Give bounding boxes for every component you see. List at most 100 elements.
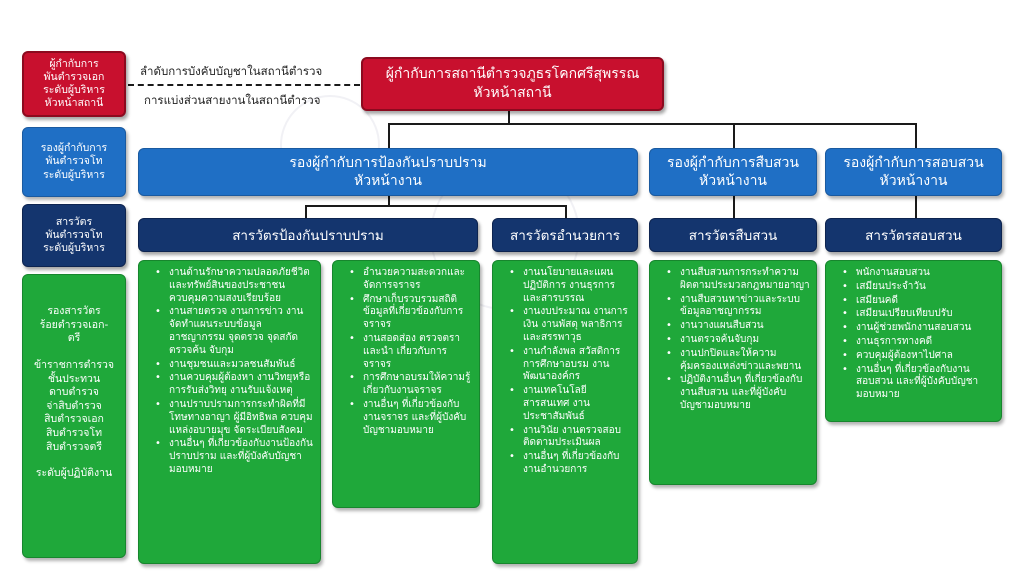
deputy-level-box: รองผู้กำกับการ พันตำรวจโท ระดับผู้บริหาร — [22, 127, 126, 197]
inspector-admin-box: สารวัตรอำนวยการ — [492, 218, 638, 252]
operator-line: ระดับผู้ปฏิบัติงาน — [35, 467, 113, 480]
duty-item: เสมียนประจำวัน — [834, 281, 995, 294]
duties-prevention-a-list: งานด้านรักษาความปลอดภัยชีวิต และทรัพย์สิ… — [147, 267, 314, 478]
connector-drop-inspector-admin — [565, 205, 567, 218]
duty-item: ศึกษาเก็บรวบรวมสถิติข้อมูลที่เกี่ยวข้องก… — [341, 294, 473, 332]
duty-item: งานปกปิดและให้ความคุ้มครองแหล่งข่าวและพย… — [658, 348, 810, 374]
legend-division-line: การแบ่งส่วนสายงานในสถานีตำรวจ — [144, 93, 321, 107]
duties-prevention-b-box: อำนวยความสะดวกและจัดการจราจร ศึกษาเก็บรว… — [332, 260, 480, 508]
connector-prevention-to-inspectors — [388, 196, 390, 206]
duty-item: งานชุมชนและมวลชนสัมพันธ์ — [147, 359, 314, 372]
duty-item: งานควบคุมผู้ต้องหา งานวิทยุหรือการรับส่ง… — [147, 372, 314, 398]
superintendent-subtitle: หัวหน้าสถานี — [473, 85, 552, 101]
exec-level-line: หัวหน้าสถานี — [44, 97, 104, 110]
deputy-level-line: รองผู้กำกับการ — [40, 142, 108, 155]
deputy-prevention-box: รองผู้กำกับการป้องกันปราบปราม หัวหน้างาน — [138, 148, 638, 196]
inspector-level-line: พันตำรวจโท — [45, 228, 103, 241]
connector-drop-prevention — [388, 123, 390, 148]
deputy-level-line: ระดับผู้บริหาร — [43, 168, 105, 181]
duty-item: งานวินัย งานตรวจสอบ ติดตามประเมินผล — [501, 425, 631, 451]
deputy-prevention-title: รองผู้กำกับการป้องกันปราบปราม — [289, 154, 487, 171]
legend-command-line: ลำดับการบังคับบัญชาในสถานีตำรวจ — [140, 64, 323, 78]
deputy-investigation-title: รองผู้กำกับการสืบสวน — [667, 154, 799, 171]
duty-item: งานสอดส่อง ตรวจตราและนำ เกี่ยวกับการจราจ… — [341, 333, 473, 371]
duty-item: งานด้านรักษาความปลอดภัยชีวิต และทรัพย์สิ… — [147, 267, 314, 305]
inspector-admin-title: สารวัตรอำนวยการ — [509, 228, 621, 244]
inspector-prevention-title: สารวัตรป้องกันปราบปราม — [232, 228, 384, 244]
deputy-investigation-box: รองผู้กำกับการสืบสวน หัวหน้างาน — [649, 148, 817, 196]
connector-drop-inspector-prevention — [305, 205, 307, 218]
duty-item: เสมียนคดี — [834, 295, 995, 308]
duty-item: เสมียนเปรียบเทียบปรับ — [834, 308, 995, 321]
superintendent-title: ผู้กำกับการสถานีตำรวจภูธรโคกศรีสุพรรณ — [385, 66, 640, 83]
duty-item: งานตรวจค้นจับกุม — [658, 334, 810, 347]
inspector-level-line: ระดับผู้บริหาร — [43, 242, 105, 255]
deputy-inquiry-title: รองผู้กำกับการสอบสวน — [843, 154, 984, 171]
operator-line: ดาบตำรวจ — [49, 386, 99, 399]
deputy-inquiry-box: รองผู้กำกับการสอบสวน หัวหน้างาน — [825, 148, 1002, 196]
operator-line: ตรี — [67, 332, 81, 345]
duty-item: งานวางแผนสืบสวน — [658, 320, 810, 333]
exec-level-box: ผู้กำกับการ พันตำรวจเอก ระดับผู้บริหาร ห… — [22, 51, 126, 117]
duty-item: ปฏิบัติงานอื่นๆ ที่เกี่ยวข้องกับงานสืบสว… — [658, 374, 810, 412]
deputy-level-line: พันตำรวจโท — [45, 155, 103, 168]
deputy-investigation-subtitle: หัวหน้างาน — [698, 173, 768, 189]
duty-item: งานอื่นๆ ที่เกี่ยวข้องกับงานอำนวยการ — [501, 451, 631, 477]
duty-item: งานนโยบายและแผนปฏิบัติการ งานธุรการและสา… — [501, 267, 631, 305]
duty-item: งานผู้ช่วยพนักงานสอบสวน — [834, 322, 995, 335]
connector-horizontal-mid — [305, 205, 567, 207]
inspector-level-box: สารวัตร พันตำรวจโท ระดับผู้บริหาร — [22, 204, 126, 267]
inspector-prevention-box: สารวัตรป้องกันปราบปราม — [138, 218, 478, 252]
inspector-level-line: สารวัตร — [55, 215, 93, 228]
connector-drop-investigation — [733, 123, 735, 148]
operator-line: ชั้นประทวน — [47, 372, 101, 385]
connector-inquiry-to-inspector — [915, 196, 917, 218]
connector-drop-inquiry — [915, 123, 917, 148]
connector-top-down — [508, 111, 510, 124]
duties-investigation-box: งานสืบสวนการกระทำความผิดตามประมวลกฎหมายอ… — [649, 260, 817, 485]
duty-item: อำนวยความสะดวกและจัดการจราจร — [341, 267, 473, 293]
duty-item: งานอื่นๆ ที่เกี่ยวข้องกับงานป้องกันปราบป… — [147, 438, 314, 476]
duties-prevention-b-list: อำนวยความสะดวกและจัดการจราจร ศึกษาเก็บรว… — [341, 267, 473, 438]
duty-item: งานอื่นๆ ที่เกี่ยวข้องกับงานสอบสวน และที… — [834, 364, 995, 402]
inspector-investigation-box: สารวัตรสืบสวน — [649, 218, 817, 252]
connector-horizontal-top — [388, 123, 917, 125]
duty-item: งานสายตรวจ งานการข่าว งานจัดทำแผนระบบข้อ… — [147, 306, 314, 357]
duties-investigation-list: งานสืบสวนการกระทำความผิดตามประมวลกฎหมายอ… — [658, 267, 810, 414]
duties-prevention-a-box: งานด้านรักษาความปลอดภัยชีวิต และทรัพย์สิ… — [138, 260, 321, 564]
duty-item: การศึกษาอบรมให้ความรู้เกี่ยวกับงานจราจร — [341, 372, 473, 398]
operator-line: สิบตำรวจเอก — [44, 413, 104, 426]
command-dashed-line — [128, 84, 360, 86]
duty-item: ควบคุมผู้ต้องหาไปศาล — [834, 350, 995, 363]
duty-item: งานกำลังพล สวัสดิการ การศึกษาอบรม งานพัฒ… — [501, 346, 631, 384]
duty-item: งานปราบปรามการกระทำผิดที่มีโทษทางอาญา ผู… — [147, 399, 314, 437]
duty-item: งานสืบสวนการกระทำความผิดตามประมวลกฎหมายอ… — [658, 267, 810, 293]
inspector-investigation-title: สารวัตรสืบสวน — [688, 228, 778, 244]
duties-admin-list: งานนโยบายและแผนปฏิบัติการ งานธุรการและสา… — [501, 267, 631, 478]
duty-item: งานเทคโนโลยีสารสนเทศ งานประชาสัมพันธ์ — [501, 385, 631, 423]
duty-item: งานธุรการทางคดี — [834, 336, 995, 349]
duties-inquiry-box: พนักงานสอบสวน เสมียนประจำวัน เสมียนคดี เ… — [825, 260, 1002, 422]
duties-admin-box: งานนโยบายและแผนปฏิบัติการ งานธุรการและสา… — [492, 260, 638, 564]
duty-item: งานสืบสวนหาข่าวและระบบข้อมูลอาชญากรรม — [658, 294, 810, 320]
exec-level-line: ผู้กำกับการ — [49, 57, 99, 70]
deputy-prevention-subtitle: หัวหน้างาน — [353, 173, 423, 189]
operator-level-box: รองสารวัตร ร้อยตำรวจเอก- ตรี ข้าราชการตำ… — [22, 274, 126, 558]
operator-line: จ่าสิบตำรวจ — [46, 399, 102, 412]
connector-investigation-to-inspector — [733, 196, 735, 218]
exec-level-line: ระดับผู้บริหาร — [43, 84, 105, 96]
exec-level-line: พันตำรวจเอก — [43, 70, 105, 83]
inspector-inquiry-box: สารวัตรสอบสวน — [825, 218, 1002, 252]
operator-line: สิบตำรวจโท — [45, 427, 103, 440]
operator-line: รองสารวัตร — [47, 305, 101, 317]
duty-item: งานงบประมาณ งานการเงิน งานพัสดุ พลาธิการ… — [501, 306, 631, 344]
operator-line: ร้อยตำรวจเอก- — [39, 318, 109, 331]
operator-line: สิบตำรวจตรี — [46, 440, 102, 453]
superintendent-box: ผู้กำกับการสถานีตำรวจภูธรโคกศรีสุพรรณ หั… — [361, 57, 664, 111]
duty-item: พนักงานสอบสวน — [834, 267, 995, 280]
operator-line: ข้าราชการตำรวจ — [33, 358, 115, 371]
inspector-inquiry-title: สารวัตรสอบสวน — [865, 228, 962, 244]
duty-item: งานอื่นๆ ที่เกี่ยวข้องกับงานจราจร และที่… — [341, 399, 473, 437]
deputy-inquiry-subtitle: หัวหน้างาน — [879, 173, 948, 189]
duties-inquiry-list: พนักงานสอบสวน เสมียนประจำวัน เสมียนคดี เ… — [834, 267, 995, 403]
